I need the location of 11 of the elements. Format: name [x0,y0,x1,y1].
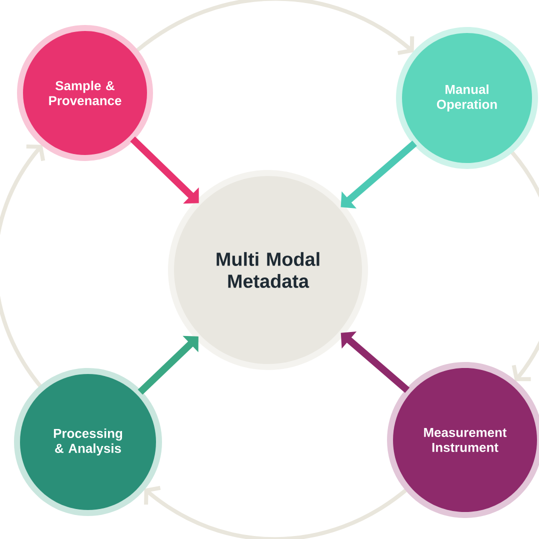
arrow [144,486,408,539]
arrow [138,336,198,395]
circle-node: Sample & Provenance [23,31,147,155]
arrow [510,150,539,382]
circle-node: Manual Operation [402,33,532,163]
arrow [0,144,46,388]
arrow [340,140,417,208]
circle-node: Multi Modal Metadata [174,176,362,364]
circle-node: Measurement Instrument [393,368,537,512]
circle-node: Processing & Analysis [20,374,156,510]
arrow [136,0,414,56]
